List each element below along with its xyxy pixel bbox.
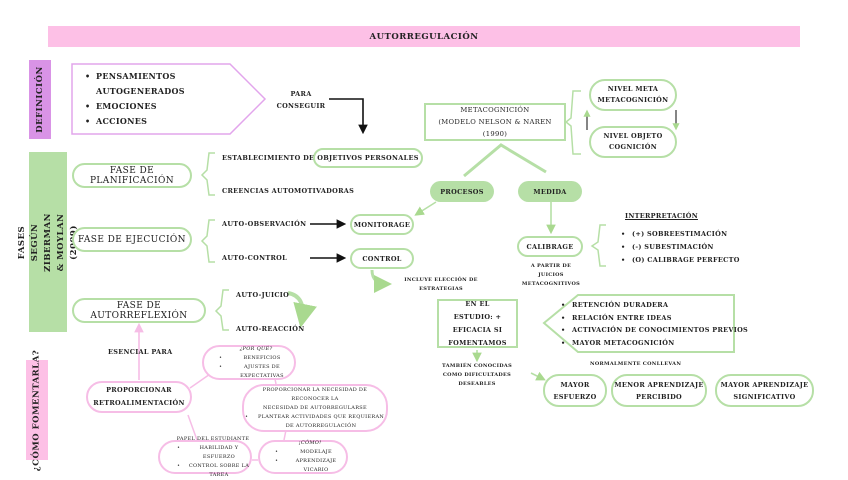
benefit-item: RELACIÓN ENTRE IDEAS: [561, 312, 748, 325]
metacognition-caret: [463, 143, 547, 178]
outcome-menor-aprendizaje: MENOR APRENDIZAJE PERCIBIDO: [611, 374, 707, 407]
para-conseguir-label: PARA CONSEGUIR: [276, 90, 326, 110]
need-node: PROPORCIONAR LA NECESIDAD DE RECONOCER L…: [242, 384, 388, 432]
arrow-autojuicio-curve: [287, 291, 317, 328]
benefit-item: ACTIVACIÓN DE CONOCIMIENTOS PREVIOS: [561, 324, 748, 337]
brace-planificacion: [200, 152, 215, 196]
arrow-para-conseguir: [329, 98, 368, 135]
feedback-node: PROPORCIONAR RETROALIMENTACIÓN: [86, 381, 192, 413]
title-banner: AUTORREGULACIÓN: [48, 26, 800, 47]
branch-procesos: PROCESOS: [430, 181, 494, 202]
interpretation-item: (O) CALIBRAGE PERFECTO: [621, 254, 740, 267]
phase-autorreflexion: FASE DE AUTORREFLEXIÓN: [72, 298, 206, 323]
student-node: PAPEL DEL ESTUDIANTE HABILIDAD Y ESFUERZ…: [158, 436, 252, 478]
definition-item: PENSAMIENTOS AUTOGENERADOS: [85, 69, 224, 99]
definition-list: PENSAMIENTOS AUTOGENERADOS EMOCIONES ACC…: [84, 69, 224, 129]
level-meta: NIVEL META METACOGNICIÓN: [589, 79, 677, 111]
level-objeto: NIVEL OBJETO COGNICIÓN: [589, 126, 677, 158]
arrow-dificultades: [530, 371, 546, 381]
arrow-control-curve: [370, 269, 392, 293]
phase-ejecucion: FASE DE EJECUCIÓN: [72, 227, 192, 252]
section-definicion: DEFINICIÓN: [29, 60, 51, 139]
line-feedback-student: [187, 414, 198, 441]
phase-item: ESTABLECIMIENTO DE: [222, 154, 315, 162]
also-known-note: TAMBIÉN CONOCIDAS COMO DIFICULTADES DESE…: [441, 363, 513, 387]
interpretation-title: INTERPRETACIÓN: [625, 212, 698, 220]
section-fomentar: ¿CÓMO FOMENTARLA?: [26, 349, 48, 471]
control-node: CONTROL: [350, 248, 414, 269]
phase-item: AUTO-CONTROL: [222, 254, 287, 262]
outcome-mayor-esfuerzo: MAYOR ESFUERZO: [543, 374, 607, 407]
metacognition-subtitle: (MODELO NELSON & NAREN (1990): [438, 118, 552, 138]
study-box: EN EL ESTUDIO: + EFICACIA SI FOMENTAMOS: [437, 299, 518, 348]
esencial-para-label: ESENCIAL PARA: [108, 348, 173, 356]
brace-calibrage: [590, 224, 606, 267]
definition-item: EMOCIONES: [85, 99, 224, 114]
usually-note: NORMALMENTE CONLLEVAN: [590, 361, 682, 367]
brace-levels: [564, 90, 581, 155]
phase-planificacion: FASE DE PLANIFICACIÓN: [72, 163, 192, 188]
benefit-item: MAYOR METACOGNICIÓN: [561, 337, 748, 350]
calibrage-node: CALIBRAGE: [517, 236, 583, 257]
brace-ejecucion: [200, 219, 215, 263]
how-node: ¡CÓMO! MODELAJE APRENDIZAJE VICARIO: [258, 440, 348, 474]
branch-medida: MEDIDA: [518, 181, 582, 202]
calibrage-note: A PARTIR DE JUICIOS METACOGNITIVOS: [521, 263, 581, 287]
arrow-procesos: [414, 201, 437, 216]
metacognition-box: METACOGNICIÓN (MODELO NELSON & NAREN (19…: [424, 103, 566, 141]
phase-item: CREENCIAS AUTOMOTIVADORAS: [222, 187, 355, 195]
benefits-list: RETENCIÓN DURADERA RELACIÓN ENTRE IDEAS …: [560, 299, 748, 349]
monitorage-node: MONITORAGE: [350, 214, 414, 235]
brace-autorreflexion: [214, 289, 229, 331]
phase-item: AUTO-REACCIÓN: [236, 325, 305, 333]
phase-item: AUTO-OBSERVACIÓN: [222, 220, 307, 228]
section-fases: FASES SEGÚN ZIBERMAN & MOYLAN (2009): [17, 152, 79, 332]
metacognition-title: METACOGNICIÓN: [460, 106, 530, 114]
objetivos-personales: OBJETIVOS PERSONALES: [313, 148, 423, 168]
interpretation-list: (+) SOBREESTIMACIÓN (-) SUBESTIMACIÓN (O…: [620, 228, 740, 267]
control-note: INCLUYE ELECCIÓN DE ESTRATEGIAS: [404, 277, 478, 292]
title-text: AUTORREGULACIÓN: [369, 31, 479, 42]
definition-item: ACCIONES: [85, 114, 224, 129]
why-node: ¿POR QUÉ? BENEFICIOS AJUSTES DE EXPECTAT…: [202, 345, 296, 380]
interpretation-item: (-) SUBESTIMACIÓN: [621, 241, 740, 254]
outcome-mayor-aprendizaje: MAYOR APRENDIZAJE SIGNIFICATIVO: [715, 374, 814, 407]
phase-item: AUTO-JUICIO: [236, 291, 290, 299]
benefit-item: RETENCIÓN DURADERA: [561, 299, 748, 312]
interpretation-item: (+) SOBREESTIMACIÓN: [621, 228, 740, 241]
